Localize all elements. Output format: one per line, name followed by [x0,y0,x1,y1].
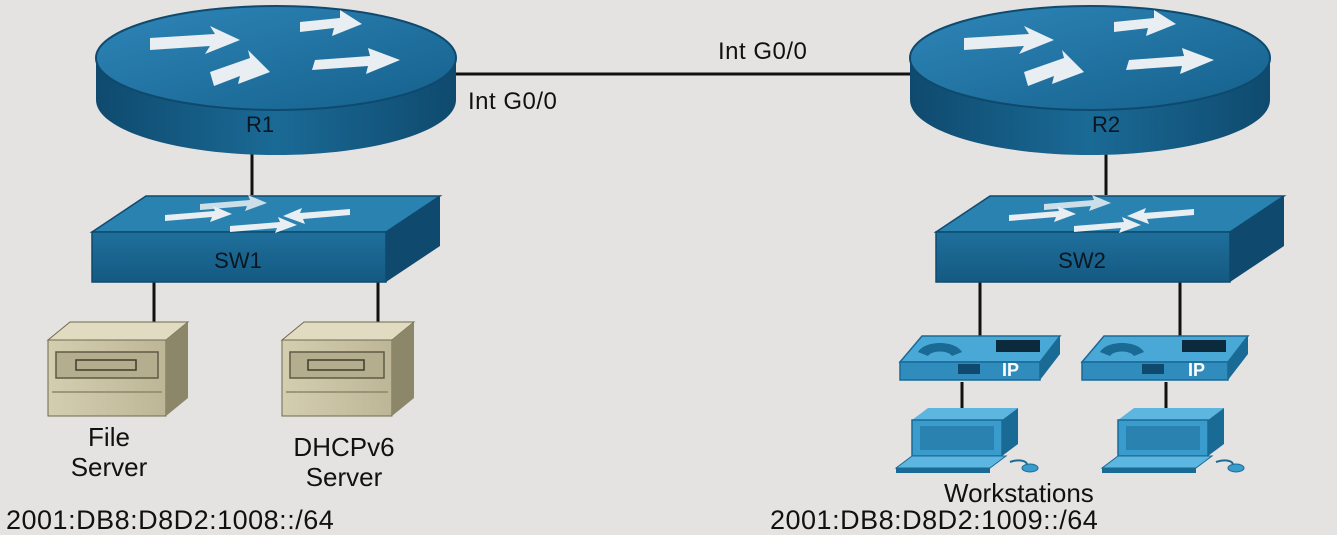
router-arrows-icon [150,10,400,86]
router-r2-label: R2 [1092,112,1120,137]
router-arrows-icon [964,10,1214,86]
ip-phone-1-icon [898,335,1062,381]
file-server-icon [46,321,190,417]
switch-sw2-icon [933,195,1287,283]
switch-arrows-icon [165,195,350,233]
router-r1-icon [95,5,457,155]
interface-label-r2: Int G0/0 [718,38,808,65]
workstation-2-icon [1100,408,1245,473]
workstation-1-icon [894,408,1039,473]
switch-sw1-icon [89,195,443,283]
switch-arrows-icon [1009,195,1194,233]
switch-sw1-label: SW1 [214,248,262,273]
dhcpv6-server-label-line2: Server [305,462,383,492]
interface-label-r1: Int G0/0 [468,88,558,115]
network-prefix-right: 2001:DB8:D8D2:1009::/64 [770,505,1099,535]
dhcpv6-server-label-line1: DHCPv6 [293,432,395,462]
ip-phone-2-icon [1080,335,1250,381]
workstations-label: Workstations [944,478,1094,508]
file-server-label-line2: Server [70,452,148,482]
router-r1-label: R1 [246,112,274,137]
dhcpv6-server-label: DHCPv6 Server [258,432,430,492]
ip-phone-2-label: IP [1188,360,1205,380]
links [152,72,1182,410]
file-server-label: File Server [44,422,174,482]
file-server-label-line1: File [88,422,130,452]
ip-phone-1-label: IP [1002,360,1019,380]
router-r2-icon [909,5,1271,155]
switch-sw2-label: SW2 [1058,248,1106,273]
dhcpv6-server-icon [280,321,416,417]
network-prefix-left: 2001:DB8:D8D2:1008::/64 [6,505,335,535]
